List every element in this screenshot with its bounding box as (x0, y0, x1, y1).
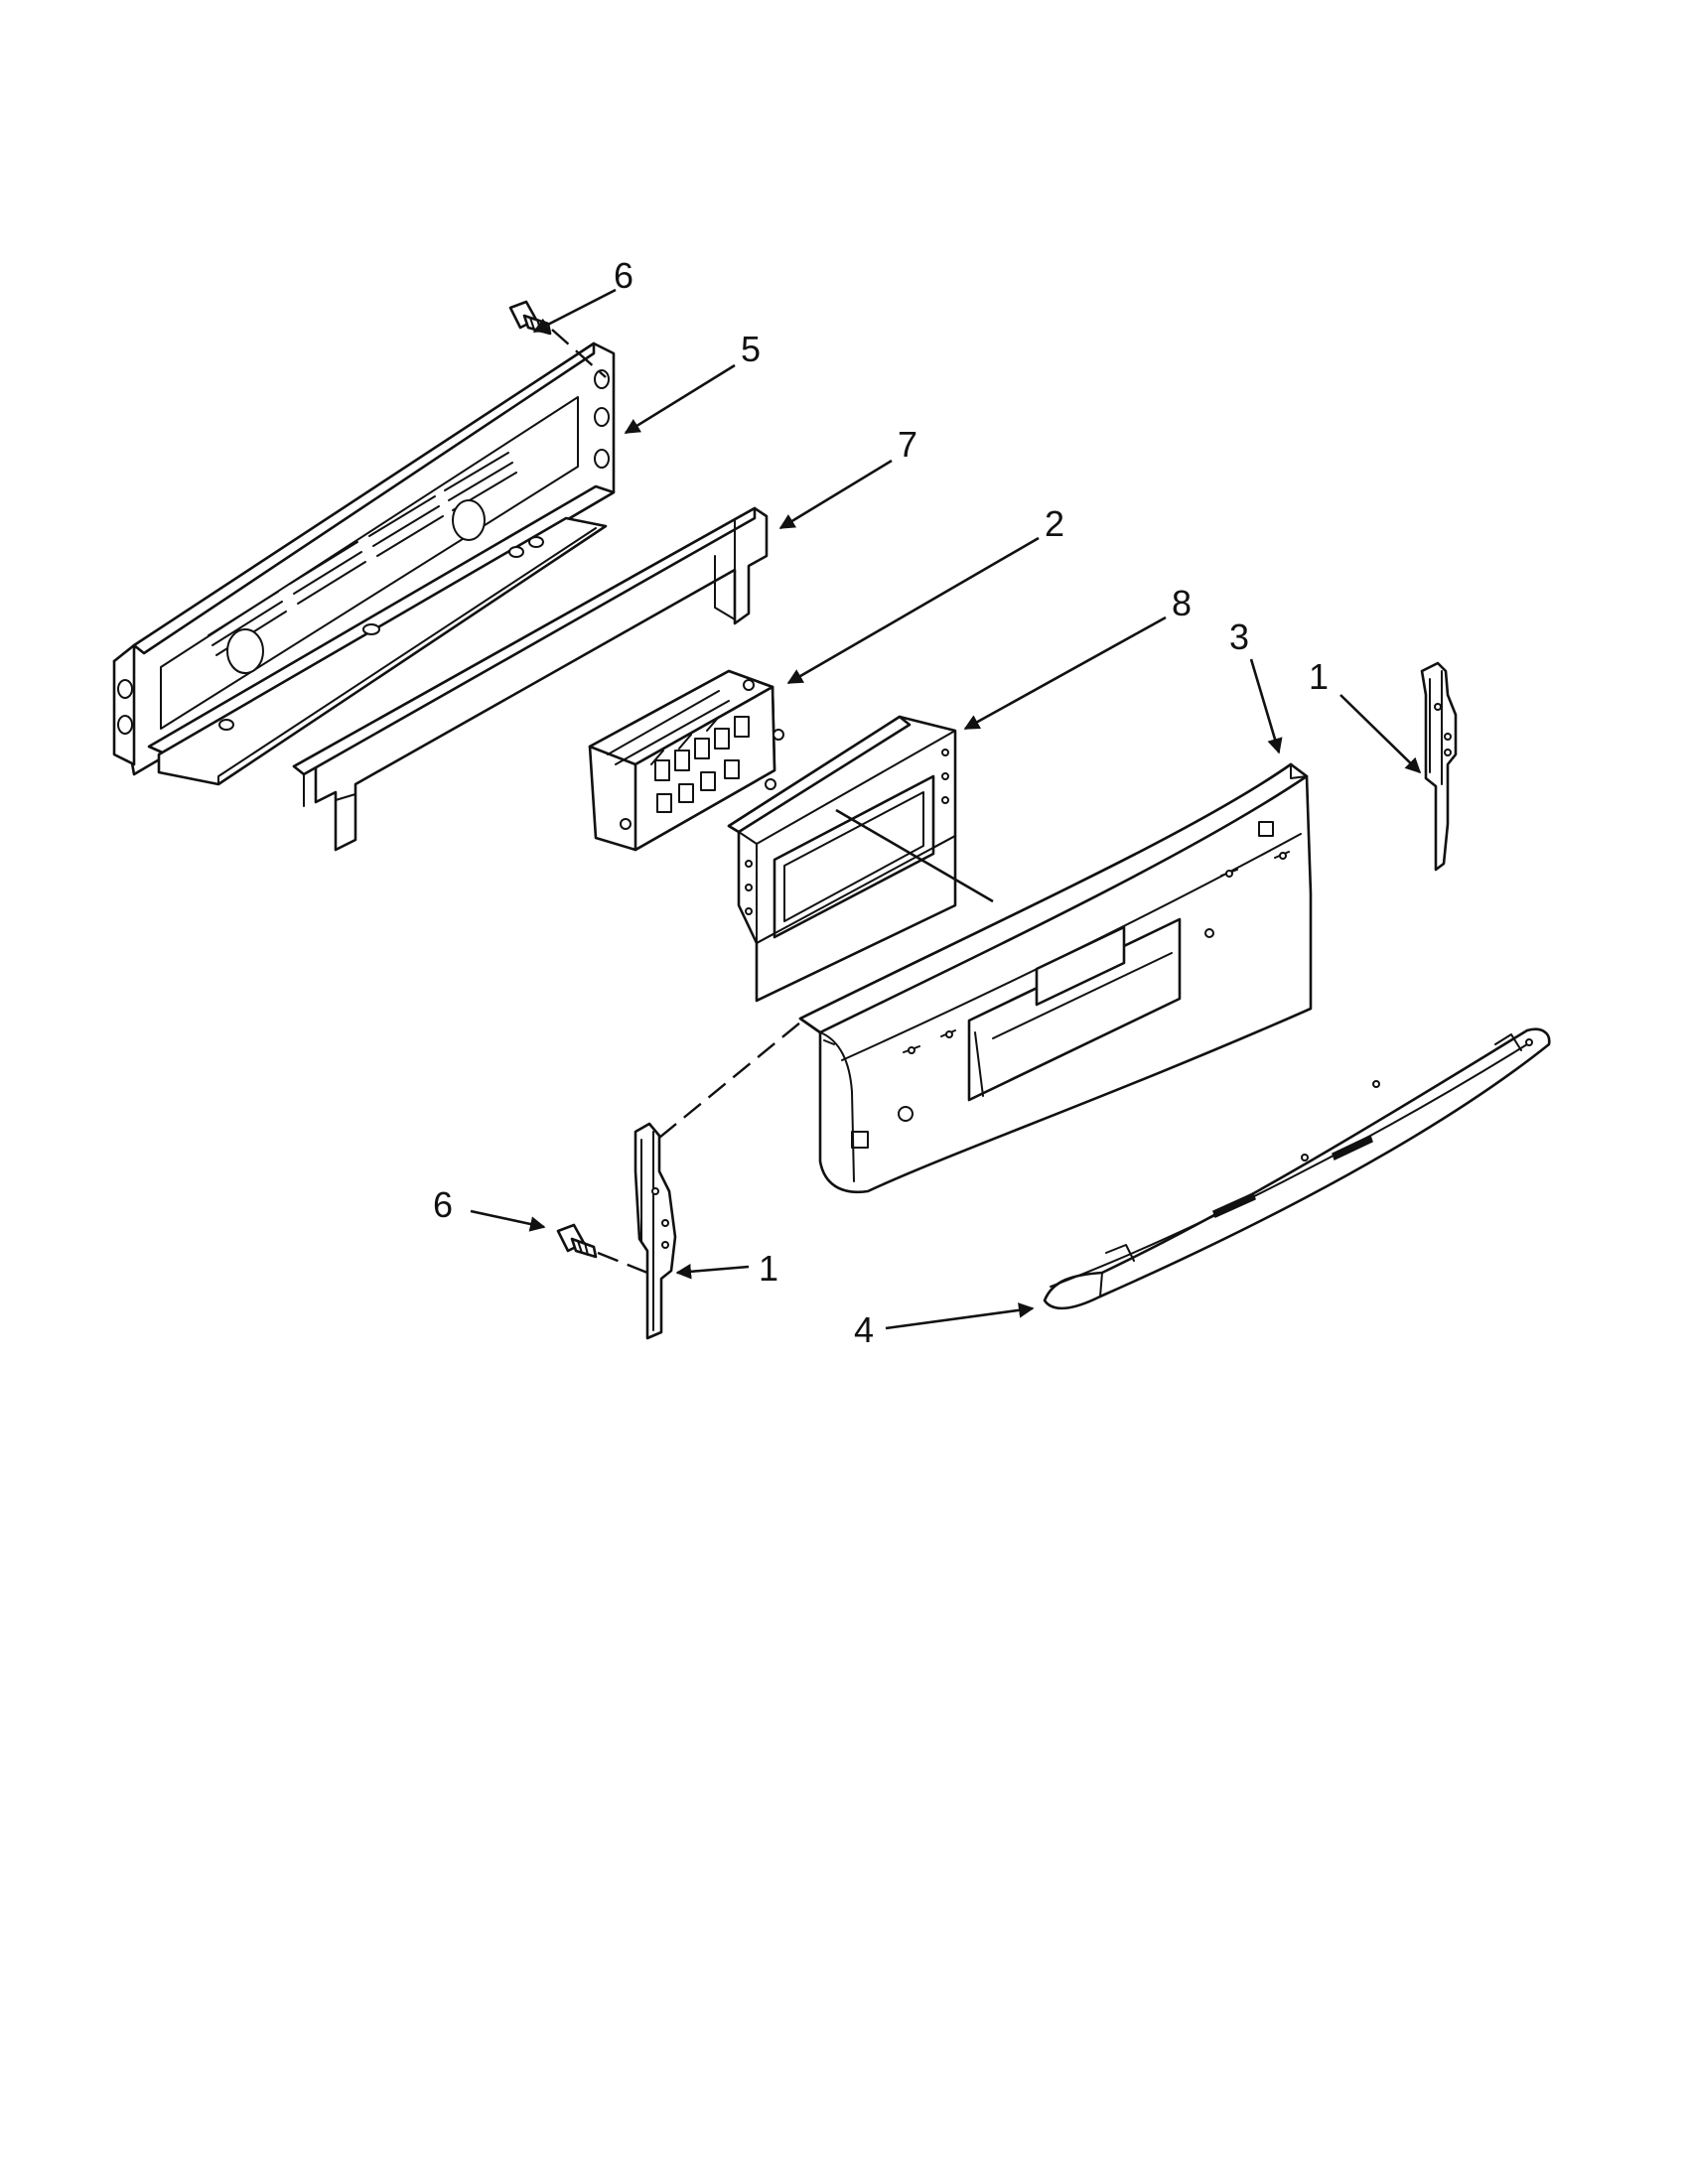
callout-3: 3 (1229, 616, 1249, 657)
screw-top-guide-line (551, 329, 607, 378)
screw-bottom-part[interactable] (556, 1223, 598, 1259)
leader-8 (963, 615, 1167, 731)
bracket-bottom-guide-line (658, 1022, 801, 1139)
rear-panel-part[interactable] (112, 341, 616, 786)
leader-1-right (1339, 694, 1422, 774)
control-module-part[interactable] (588, 669, 784, 852)
screw-top-part[interactable] (508, 300, 552, 336)
leader-3 (1249, 658, 1283, 754)
callout-5: 5 (741, 329, 761, 369)
control-module-connectors (654, 716, 750, 813)
shield-part[interactable] (292, 506, 769, 852)
display-alignment-line (835, 808, 994, 903)
callout-8: 8 (1172, 583, 1192, 623)
leader-4 (885, 1302, 1035, 1330)
callout-7: 7 (898, 424, 917, 465)
callout-6-bottom: 6 (433, 1184, 453, 1225)
leader-2 (786, 536, 1040, 685)
callout-2: 2 (1045, 503, 1064, 544)
bracket-bottom-part[interactable] (633, 1122, 677, 1340)
callout-6-top: 6 (614, 255, 633, 296)
leader-6-top (532, 288, 617, 334)
leader-6-bottom (470, 1209, 546, 1232)
leader-1-bottom (675, 1264, 750, 1280)
callout-4: 4 (854, 1309, 874, 1350)
control-panel-part[interactable] (798, 762, 1313, 1194)
display-bracket-part[interactable] (727, 715, 957, 1003)
screw-bottom-guide-line (597, 1251, 648, 1275)
callout-1-bottom: 1 (759, 1248, 778, 1289)
callout-1-right: 1 (1309, 656, 1329, 697)
trim-part[interactable] (1043, 1027, 1551, 1310)
bracket-right-part[interactable] (1420, 661, 1458, 872)
leader-5 (624, 363, 736, 435)
leader-7 (778, 459, 893, 530)
